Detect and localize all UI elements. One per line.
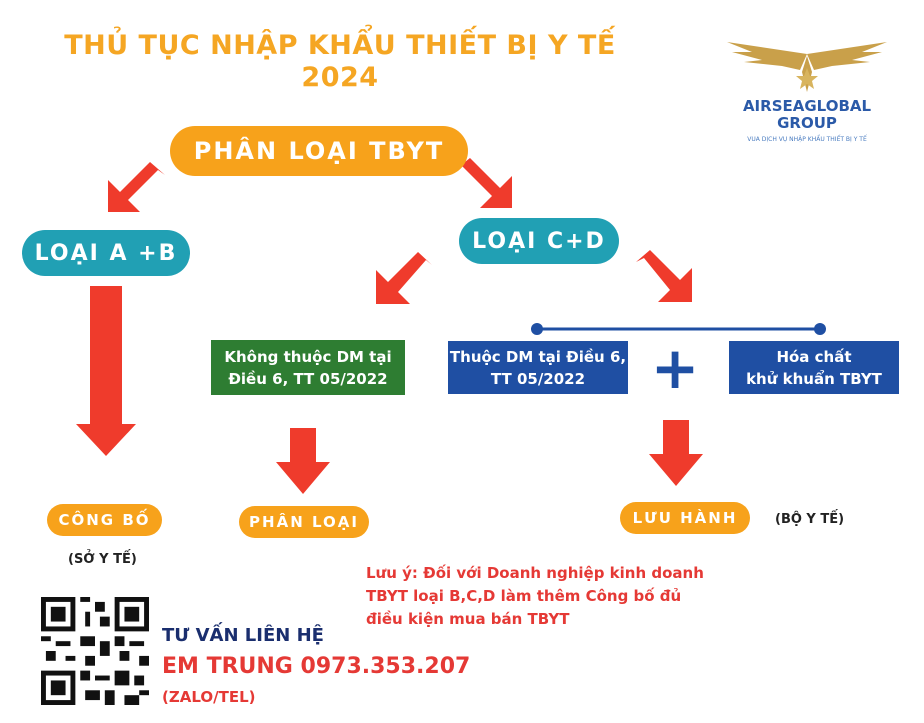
- title-line-2: 2024: [301, 62, 379, 93]
- contact-name-phone[interactable]: EM TRUNG 0973.353.207: [162, 654, 471, 679]
- outcome-publish: CÔNG BỐ: [47, 504, 162, 536]
- note-line-2: TBYT loại B,C,D làm thêm Công bố đủ: [366, 587, 682, 605]
- in-list-line-1: Thuộc DM tại Điều 6,: [449, 347, 627, 366]
- arrow-root-to-cd: [455, 158, 512, 208]
- contact-channels: (ZALO/TEL): [162, 688, 256, 706]
- title-line-1: THỦ TỤC NHẬP KHẨU THIẾT BỊ Y TẾ: [64, 30, 616, 61]
- logo-name-2: GROUP: [777, 114, 837, 132]
- chemical-box: Hóa chất khử khuẩn TBYT: [729, 341, 899, 394]
- arrow-root-to-ab: [108, 162, 165, 212]
- in-list-line-2: TT 05/2022: [490, 369, 586, 388]
- not-in-list-box: Không thuộc DM tại Điều 6, TT 05/2022: [211, 340, 405, 395]
- brand-logo: AIRSEAGLOBAL GROUP VUA DỊCH VỤ NHẬP KHẨU…: [722, 34, 892, 144]
- logo-name-1: AIRSEAGLOBAL: [742, 97, 872, 115]
- authority-ministry: (BỘ Y TẾ): [775, 512, 845, 527]
- outcome-classify: PHÂN LOẠI: [239, 506, 369, 538]
- group-ab-node: LOẠI A +B: [22, 230, 190, 276]
- authority-dept-health: (SỞ Y TẾ): [68, 552, 137, 567]
- group-cd-node: LOẠI C+D: [459, 218, 619, 264]
- wings-icon: [727, 42, 887, 92]
- outcome-circulate: LƯU HÀNH: [620, 502, 750, 534]
- qr-code[interactable]: [40, 597, 150, 705]
- note-line-1: Lưu ý: Đối với Doanh nghiệp kinh doanh: [366, 564, 704, 582]
- connector-line: [531, 323, 826, 335]
- plus-sign: +: [650, 334, 700, 402]
- not-in-list-line-2: Điều 6, TT 05/2022: [228, 369, 388, 388]
- page-title: THỦ TỤC NHẬP KHẨU THIẾT BỊ Y TẾ 2024: [0, 30, 680, 94]
- logo-tagline: VUA DỊCH VỤ NHẬP KHẨU THIẾT BỊ Y TẾ: [747, 136, 867, 143]
- in-list-box: Thuộc DM tại Điều 6, TT 05/2022: [448, 341, 628, 394]
- note-text: Lưu ý: Đối với Doanh nghiệp kinh doanh T…: [366, 562, 726, 631]
- arrow-cd-to-notinlist: [376, 252, 432, 304]
- chemical-line-2: khử khuẩn TBYT: [746, 369, 882, 388]
- qr-code-icon: [41, 597, 149, 705]
- arrow-notinlist-to-classify: [276, 428, 330, 494]
- chemical-line-1: Hóa chất: [776, 347, 852, 366]
- contact-heading: TƯ VẤN LIÊN HỆ: [162, 625, 324, 646]
- arrow-inlist-to-circulate: [649, 420, 703, 486]
- arrow-ab-to-publish: [76, 286, 136, 456]
- root-node: PHÂN LOẠI TBYT: [170, 126, 468, 176]
- note-line-3: điều kiện mua bán TBYT: [366, 610, 570, 628]
- not-in-list-line-1: Không thuộc DM tại: [224, 347, 392, 366]
- arrow-cd-to-inlist: [636, 250, 692, 302]
